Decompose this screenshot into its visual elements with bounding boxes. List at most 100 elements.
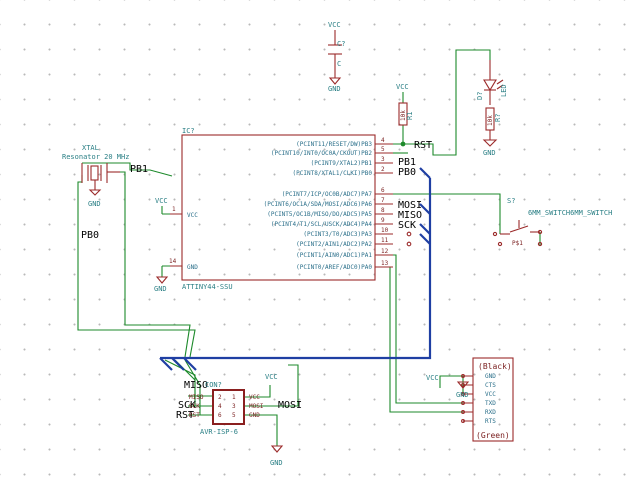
ftdi-pin-name: VCC	[485, 391, 496, 398]
cap-value: C	[337, 60, 341, 68]
ftdi-gnd-label: GND	[456, 391, 469, 399]
isp-pin-list: 1 MISO 3 SCK 5 RST 2 VCC 4 MOSI 6 GND	[189, 394, 264, 419]
net-label-xtal-pb1: PB1	[130, 164, 148, 175]
push-switch: S? 6MM_SWITCH6MM_SWITCH P$1	[492, 197, 612, 247]
resistor-r1: VCC R1 10k	[396, 83, 414, 126]
mcu-pin-number: 12	[381, 248, 389, 255]
net-label-pb1: PB1	[398, 157, 416, 168]
isp-pin-number: 6	[218, 412, 222, 419]
mcu-pin-number: 7	[381, 197, 385, 204]
switch-ref: S?	[507, 197, 515, 205]
mcu-pin-name: (PCINT9/XTAL2)PB1	[311, 160, 373, 167]
led-value: LED	[500, 84, 508, 97]
resistor-r: 10k R? GND	[482, 107, 502, 157]
cap-vcc-label: VCC	[328, 21, 341, 29]
isp-pin-name: RST	[189, 412, 200, 419]
no-connect-mark	[406, 231, 412, 237]
isp-vcc-label: VCC	[265, 373, 278, 381]
bus	[159, 167, 432, 371]
net-label-xtal-pb0: PB0	[81, 230, 99, 241]
mcu-pin-number: 13	[381, 260, 389, 267]
led-ref: D?	[476, 92, 484, 100]
mcu-pin-number: 4	[381, 137, 385, 144]
ftdi-top-label: (Black)	[478, 362, 512, 371]
mcu-attiny44: IC? ATTINY44-SSU 1 VCC VCC 14 GND GND (P…	[154, 127, 412, 293]
r-value: 10k	[487, 115, 494, 126]
switch-value: 6MM_SWITCH6MM_SWITCH	[528, 209, 612, 217]
r1-vcc-label: VCC	[396, 83, 409, 91]
isp-pin-number: 3	[232, 403, 236, 410]
net-label-pb0: PB0	[398, 167, 416, 178]
mcu-pin-number: 9	[381, 217, 385, 224]
led-d: D? LED	[476, 60, 508, 105]
mcu-vcc-pin-num: 1	[172, 206, 176, 213]
mcu-pin-name: (PCINT1/AIN0/ADC1)PA1	[296, 252, 372, 259]
switch-part: P$1	[512, 240, 523, 247]
ftdi-vcc-label: VCC	[426, 374, 439, 382]
mcu-gnd-label: GND	[154, 285, 167, 293]
ftdi-pin-name: TXD	[485, 400, 496, 407]
mcu-pin-number: 11	[381, 237, 389, 244]
mcu-pin-name: (PCINT2/AIN1/ADC2)PA2	[296, 241, 372, 248]
junction-dot	[400, 141, 406, 147]
isp-pin-name: GND	[249, 412, 260, 419]
xtal-ref: XTAL	[82, 144, 99, 152]
isp-pin-number: 1	[232, 394, 236, 401]
isp-pin-name: SCK	[189, 403, 200, 410]
r1-ref: R1	[406, 112, 414, 120]
ftdi-bottom-label: (Green)	[476, 431, 510, 440]
isp-value: AVR-ISP-6	[200, 428, 238, 436]
ftdi-pin-end	[461, 374, 465, 378]
mcu-vcc-label: VCC	[155, 197, 168, 205]
ftdi-pin-name: RXD	[485, 409, 496, 416]
net-label-miso: MISO	[398, 210, 422, 221]
isp-pin-number: 4	[218, 403, 222, 410]
mcu-pin-number: 6	[381, 187, 385, 194]
isp-pin-number: 5	[232, 412, 236, 419]
mcu-pin-name: (PCINT10/INT0/OC0A/CKOUT)PB2	[271, 150, 373, 157]
ftdi-pin-end	[461, 392, 465, 396]
r-gnd-label: GND	[483, 149, 496, 157]
ftdi-pin-end	[461, 383, 465, 387]
wires	[77, 49, 541, 446]
ftdi-pin-end	[461, 401, 465, 405]
ftdi-pin-end	[461, 410, 465, 414]
mcu-pin-name: (PCINT4/T1/SCL/USCK/ADC4)PA4	[271, 221, 373, 228]
crystal-resonator: XTAL Resonator 20 MHz GND	[62, 144, 129, 208]
cap-gnd-label: GND	[328, 85, 341, 93]
net-labels: RST PB1 PB0 MOSI MISO SCK PB1 PB0 MISO S…	[81, 140, 432, 421]
ftdi-pin-name: RTS	[485, 418, 496, 425]
r-ref: R?	[494, 114, 502, 122]
mcu-pin-name: (PCINT6/OC1A/SDA/MOSI/ADC6)PA6	[264, 201, 373, 208]
net-label-isp-mosi: MOSI	[278, 400, 302, 411]
ftdi-pin-name: GND	[485, 373, 496, 380]
isp-gnd-label: GND	[270, 459, 283, 467]
mcu-pin-list: (PCINT11/RESET/DW)PB34(PCINT10/INT0/OC0A…	[264, 137, 412, 271]
mcu-pin-name: (PCINT8/XTAL1/CLKI)PB0	[293, 170, 373, 177]
isp-pin-name: VCC	[249, 394, 260, 401]
mcu-pin-name: (PCINT3/T0/ADC3)PA3	[303, 231, 372, 238]
mcu-gnd-pin-name: GND	[187, 264, 198, 271]
no-connect-mark	[406, 241, 412, 247]
mcu-pin-name: (PCINT5/OC1B/MISO/DO/ADC5)PA5	[267, 211, 372, 218]
mcu-value: ATTINY44-SSU	[182, 283, 233, 291]
mcu-pin-number: 3	[381, 156, 385, 163]
isp-pin-name: MOSI	[249, 403, 264, 410]
mcu-pin-number: 2	[381, 166, 385, 173]
r1-value: 10k	[400, 110, 407, 121]
net-label-isp-rst: RST	[176, 410, 194, 421]
isp-pin-number: 2	[218, 394, 222, 401]
isp-pin-name: MISO	[189, 394, 204, 401]
mcu-pin-name: (PCINT7/ICP/OC0B/ADC7)PA7	[282, 191, 373, 198]
mcu-pin-name: (PCINT0/AREF/ADC0)PA0	[296, 264, 372, 271]
ftdi-pin-end	[461, 419, 465, 423]
isp-ref: CON?	[205, 381, 222, 389]
net-label-mosi: MOSI	[398, 200, 422, 211]
mcu-pin-number: 5	[381, 146, 385, 153]
mcu-pin-number: 10	[381, 227, 389, 234]
xtal-gnd-label: GND	[88, 200, 101, 208]
cap-ref: C?	[337, 40, 345, 48]
